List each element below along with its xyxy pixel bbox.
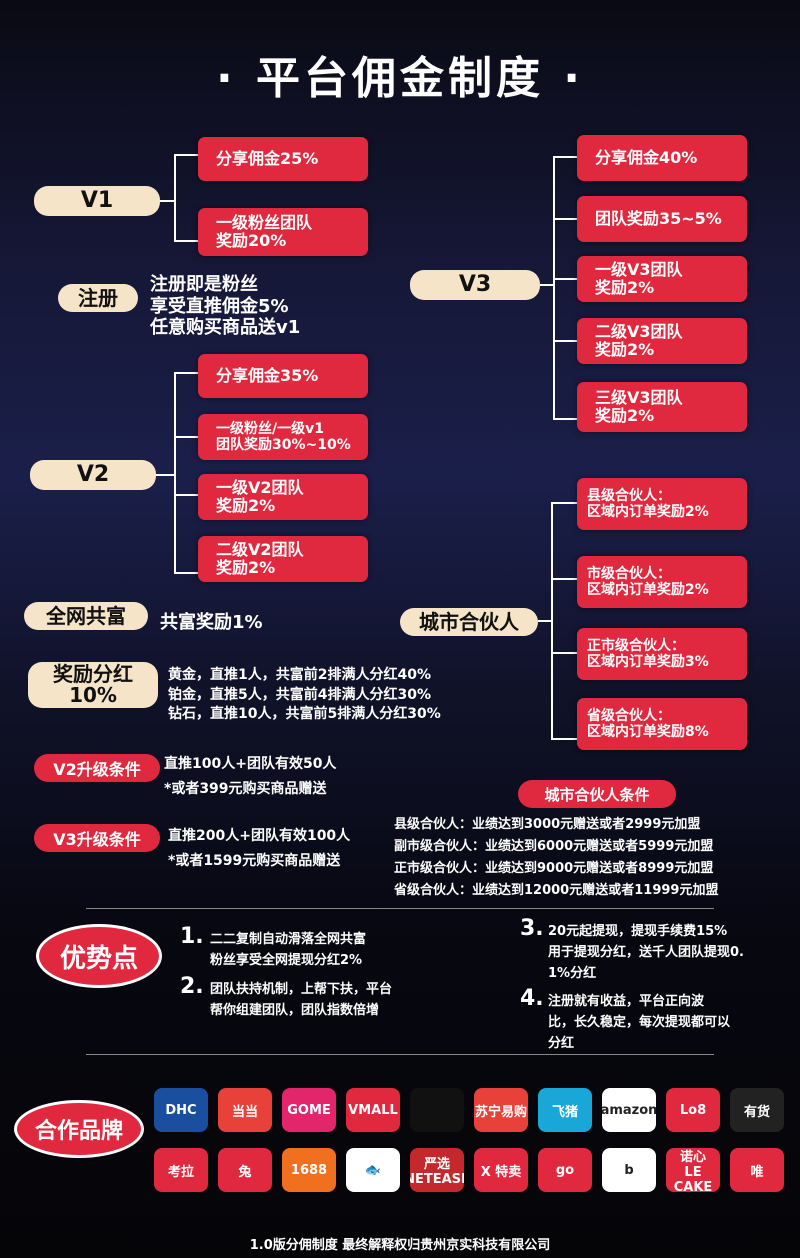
v2-item-share: 分享佣金35%	[198, 354, 368, 398]
v3-upgrade-text: 直推200人+团队有效100人 *或者1599元购买商品赠送	[168, 828, 351, 869]
brand-logo-row2-8: 诺心 LE CAKE	[666, 1148, 720, 1192]
city-cond-text: 县级合伙人：业绩达到3000元赠送或者2999元加盟 副市级合伙人：业绩达到60…	[394, 817, 719, 899]
v3-item-team: 团队奖励35~5%	[577, 196, 747, 242]
v1-item-team: 一级粉丝团队 奖励20%	[198, 208, 368, 256]
connector	[553, 278, 577, 280]
connector	[538, 620, 552, 622]
connector	[540, 284, 554, 286]
footer-text: 1.0版分佣制度 最终解释权归贵州京实科技有限公司	[249, 1238, 551, 1253]
brand-logo-row2-7: b	[602, 1148, 656, 1192]
brand-logo-row2-4: 严选 NETEASE	[410, 1148, 464, 1192]
adv-3-num: 3.	[520, 916, 544, 941]
connector	[551, 652, 577, 654]
adv-1-text: 二二复制自动滑落全网共富 粉丝享受全网提现分红2%	[210, 932, 367, 968]
city-cond-label: 城市合伙人条件	[518, 780, 676, 808]
v1-label: V1	[34, 186, 160, 216]
bonus-text: 黄金，直推1人，共富前2排满人分红40% 铂金，直推5人，共富前4排满人分红30…	[168, 667, 441, 723]
city-item-vice-city: 市级合伙人： 区域内订单奖励2%	[577, 556, 747, 608]
page-title: · 平台佣金制度 ·	[215, 53, 585, 104]
connector	[174, 372, 198, 374]
brand-logo-row1-0: DHC	[154, 1088, 208, 1132]
v2-item-team2: 二级V2团队 奖励2%	[198, 536, 368, 582]
connector	[174, 240, 198, 242]
brand-logo-row1-8: Lo8	[666, 1088, 720, 1132]
adv-2-num: 2.	[180, 974, 204, 999]
brand-logo-row1-5: 苏宁易购	[474, 1088, 528, 1132]
brand-logo-row2-1: 兔	[218, 1148, 272, 1192]
v3-item-team3: 三级V3团队 奖励2%	[577, 382, 747, 432]
connector	[174, 572, 198, 574]
brand-logo-row1-9: 有货	[730, 1088, 784, 1132]
v2-upgrade-label: V2升级条件	[34, 754, 160, 782]
common-text: 共富奖励1%	[160, 612, 263, 633]
connector	[174, 436, 198, 438]
v2-label: V2	[30, 460, 156, 490]
connector	[551, 738, 577, 740]
adv-1-num: 1.	[180, 924, 204, 949]
register-label: 注册	[58, 284, 138, 312]
bonus-label: 奖励分红 10%	[28, 662, 158, 708]
brand-logo-row1-3: VMALL	[346, 1088, 400, 1132]
brand-logo-row2-0: 考拉	[154, 1148, 208, 1192]
divider	[86, 908, 714, 909]
brand-logo-row1-7: amazon	[602, 1088, 656, 1132]
v2-item-team1: 一级V2团队 奖励2%	[198, 474, 368, 520]
brand-logo-row1-2: GOME	[282, 1088, 336, 1132]
v3-upgrade-label: V3升级条件	[34, 824, 160, 852]
register-text: 注册即是粉丝 享受直推佣金5% 任意购买商品送v1	[150, 274, 301, 339]
adv-4-text: 注册就有收益，平台正向波 比，长久稳定，每次提现都可以 分红	[548, 994, 731, 1051]
city-item-county: 县级合伙人： 区域内订单奖励2%	[577, 478, 747, 530]
city-item-city: 正市级合伙人： 区域内订单奖励3%	[577, 628, 747, 680]
connector	[551, 502, 553, 740]
connector	[553, 418, 577, 420]
city-label: 城市合伙人	[400, 608, 538, 636]
connector	[551, 502, 577, 504]
v3-item-team2: 二级V3团队 奖励2%	[577, 318, 747, 364]
brand-logo-row2-6: go	[538, 1148, 592, 1192]
connector	[553, 340, 577, 342]
brand-logo-row2-9: 唯	[730, 1148, 784, 1192]
brand-logo-row2-2: 1688	[282, 1148, 336, 1192]
connector	[174, 154, 198, 156]
connector	[551, 578, 577, 580]
brand-logo-row2-5: X 特卖	[474, 1148, 528, 1192]
common-label: 全网共富	[24, 602, 148, 630]
brands-label: 合作品牌	[14, 1100, 144, 1158]
brand-logo-row1-6: 飞猪	[538, 1088, 592, 1132]
connector	[174, 154, 176, 242]
brand-logo-row1-1: 当当	[218, 1088, 272, 1132]
adv-2-text: 团队扶持机制，上帮下扶，平台 帮你组建团队，团队指数倍增	[210, 982, 393, 1018]
connector	[174, 372, 176, 574]
city-item-province: 省级合伙人： 区域内订单奖励8%	[577, 698, 747, 750]
v3-item-share: 分享佣金40%	[577, 135, 747, 181]
brand-logo-row2-3: 🐟	[346, 1148, 400, 1192]
v3-item-team1: 一级V3团队 奖励2%	[577, 256, 747, 302]
adv-3-text: 20元起提现，提现手续费15% 用于提现分红，送千人团队提现0. 1%分红	[548, 924, 744, 981]
v1-item-share: 分享佣金25%	[198, 137, 368, 181]
connector	[156, 474, 174, 476]
connector	[553, 156, 577, 158]
v2-upgrade-text: 直推100人+团队有效50人 *或者399元购买商品赠送	[164, 756, 337, 797]
advantages-label: 优势点	[36, 924, 162, 988]
connector	[174, 494, 198, 496]
divider	[86, 1054, 714, 1055]
connector	[553, 156, 555, 420]
connector	[553, 218, 577, 220]
v3-label: V3	[410, 270, 540, 300]
v2-item-fans: 一级粉丝/一级v1 团队奖励30%~10%	[198, 414, 368, 460]
connector	[160, 200, 175, 202]
brand-logo-row1-4	[410, 1088, 464, 1132]
adv-4-num: 4.	[520, 986, 544, 1011]
